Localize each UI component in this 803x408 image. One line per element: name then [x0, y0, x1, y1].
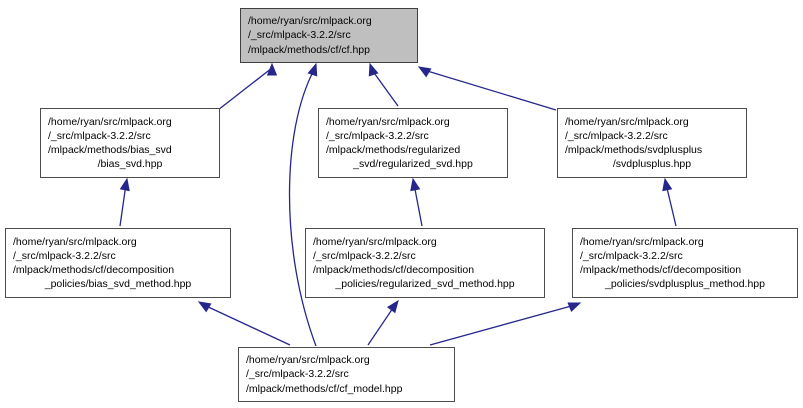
node-label-line: /mlpack/methods/cf/cf_model.hpp	[246, 382, 403, 395]
edge-bias-svd-method-hpp-to-bias-svd-hpp	[119, 177, 130, 227]
edge-cf-model-hpp-to-bias-svd-method-hpp	[197, 301, 291, 346]
node-label-line: /mlpack/methods/cf/cf.hpp	[248, 43, 370, 56]
arrowhead	[197, 301, 212, 313]
node-label-line: /bias_svd.hpp	[97, 158, 163, 171]
edge-svdplusplus-hpp-to-cf-hpp	[417, 66, 557, 111]
node-label-line: /_src/mlpack-3.2.2/src	[248, 29, 351, 42]
node-label-line: /_src/mlpack-3.2.2/src	[48, 129, 151, 142]
graph-node-bias-svd-method-hpp[interactable]: /home/ryan/src/mlpack.org/_src/mlpack-3.…	[5, 228, 231, 298]
node-label-line: /_src/mlpack-3.2.2/src	[13, 249, 116, 262]
graph-node-regularized-svd-hpp[interactable]: /home/ryan/src/mlpack.org/_src/mlpack-3.…	[318, 108, 508, 178]
graph-node-bias-svd-hpp[interactable]: /home/ryan/src/mlpack.org/_src/mlpack-3.…	[40, 108, 220, 178]
graph-node-cf-model-hpp[interactable]: /home/ryan/src/mlpack.org/_src/mlpack-3.…	[238, 347, 455, 402]
node-label-line: /home/ryan/src/mlpack.org	[313, 235, 437, 248]
node-label-line: /home/ryan/src/mlpack.org	[580, 235, 704, 248]
node-label-line: /mlpack/methods/svdplusplus	[565, 144, 703, 156]
node-label-line: /mlpack/methods/regularized	[326, 144, 461, 156]
arrowhead	[119, 177, 130, 192]
node-label-line: /home/ryan/src/mlpack.org	[565, 115, 689, 128]
graph-node-svdplusplus-method-hpp[interactable]: /home/ryan/src/mlpack.org/_src/mlpack-3.…	[572, 228, 798, 298]
node-label-line: _policies/regularized_svd_method.hpp	[335, 278, 515, 291]
arrowhead	[417, 66, 432, 78]
arrowhead	[662, 177, 673, 192]
node-label-line: /mlpack/methods/cf/decomposition	[13, 264, 175, 276]
edge-cf-model-hpp-to-cf-hpp	[288, 62, 318, 347]
node-label-line: /_src/mlpack-3.2.2/src	[580, 249, 683, 262]
graph-node-regularized-svd-method-hpp[interactable]: /home/ryan/src/mlpack.org/_src/mlpack-3.…	[305, 228, 545, 298]
node-label-line: /home/ryan/src/mlpack.org	[326, 115, 450, 128]
node-label-line: _policies/svdplusplus_method.hpp	[605, 278, 765, 291]
node-label-line: /mlpack/methods/cf/decomposition	[580, 264, 742, 276]
node-label-line: /_src/mlpack-3.2.2/src	[326, 129, 429, 142]
node-label-line: /mlpack/methods/cf/decomposition	[313, 264, 475, 276]
node-label-line: /_src/mlpack-3.2.2/src	[565, 129, 668, 142]
edge-svdplusplus-method-hpp-to-svdplusplus-hpp	[662, 177, 677, 227]
graph-node-svdplusplus-hpp[interactable]: /home/ryan/src/mlpack.org/_src/mlpack-3.…	[557, 108, 747, 178]
edge-cf-model-hpp-to-regularized-svd-method-hpp	[367, 299, 399, 346]
node-label-line: /svdplusplus.hpp	[612, 158, 692, 171]
arrowhead	[307, 62, 318, 77]
arrowhead	[368, 62, 379, 77]
graph-node-cf-hpp[interactable]: /home/ryan/src/mlpack.org/_src/mlpack-3.…	[240, 8, 418, 63]
edge-cf-model-hpp-to-svdplusplus-method-hpp	[429, 302, 582, 346]
node-label-line: /_src/mlpack-3.2.2/src	[313, 249, 416, 262]
node-label-line: _policies/bias_svd_method.hpp	[44, 278, 192, 291]
node-label-line: /mlpack/methods/bias_svd	[48, 144, 172, 156]
node-label-line: _svd/regularized_svd.hpp	[353, 158, 473, 171]
node-label-line: /home/ryan/src/mlpack.org	[248, 15, 372, 28]
edge-regularized-svd-hpp-to-cf-hpp	[368, 62, 399, 107]
edge-bias-svd-hpp-to-cf-hpp	[217, 62, 278, 111]
node-label-line: /home/ryan/src/mlpack.org	[48, 115, 172, 128]
node-label-line: /_src/mlpack-3.2.2/src	[246, 368, 349, 381]
node-label-line: /home/ryan/src/mlpack.org	[246, 354, 370, 367]
node-label-line: /home/ryan/src/mlpack.org	[13, 235, 137, 248]
arrowhead	[386, 299, 399, 314]
arrowhead	[410, 177, 421, 192]
arrowhead	[567, 302, 582, 313]
edge-regularized-svd-method-hpp-to-regularized-svd-hpp	[410, 177, 423, 227]
arrowhead	[266, 62, 278, 76]
